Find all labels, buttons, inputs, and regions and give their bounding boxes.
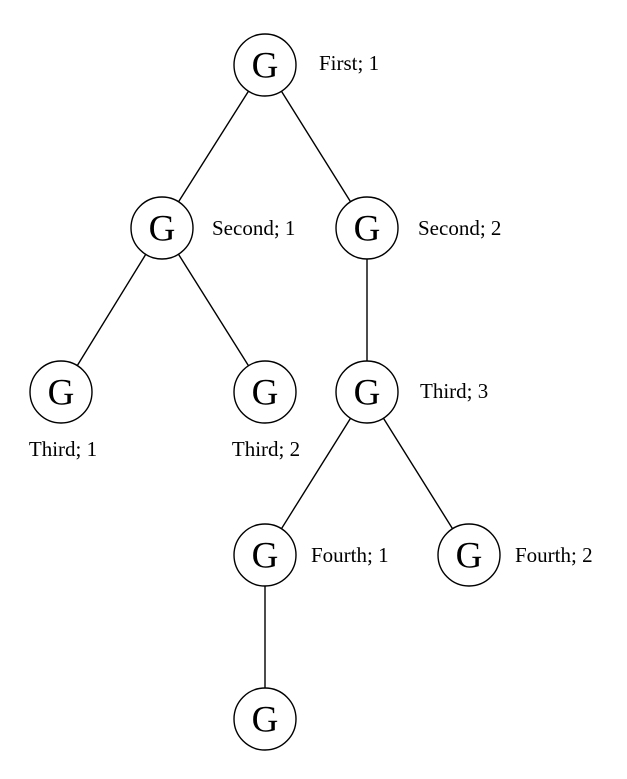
node-label: Second; 1 bbox=[212, 216, 295, 240]
edge-t3-f2 bbox=[382, 417, 454, 530]
node-circle bbox=[335, 360, 399, 424]
node-label: Third; 2 bbox=[232, 437, 300, 461]
node-symbol: G bbox=[354, 209, 381, 250]
tree-node-s2: G Second; 2 bbox=[335, 196, 501, 260]
edge-t3-f1 bbox=[280, 417, 352, 530]
node-label: Third; 3 bbox=[420, 379, 488, 403]
tree-node-leaf: G bbox=[233, 687, 297, 751]
tree-node-root: G First; 1 bbox=[233, 33, 379, 97]
node-circle bbox=[233, 33, 297, 97]
node-label: Third; 1 bbox=[29, 437, 97, 461]
tree-node-s1: G Second; 1 bbox=[130, 196, 295, 260]
edges bbox=[76, 90, 454, 688]
node-symbol: G bbox=[252, 700, 279, 741]
tree-node-f1: G Fourth; 1 bbox=[233, 523, 389, 587]
node-label: Second; 2 bbox=[418, 216, 501, 240]
edge-s1-t2 bbox=[177, 253, 250, 367]
node-circle bbox=[29, 360, 93, 424]
node-circle bbox=[233, 360, 297, 424]
node-symbol: G bbox=[252, 46, 279, 87]
tree-node-f2: G Fourth; 2 bbox=[437, 523, 593, 587]
node-circle bbox=[233, 523, 297, 587]
tree-node-t1: G Third; 1 bbox=[29, 360, 97, 461]
node-label: Fourth; 2 bbox=[515, 543, 593, 567]
node-circle bbox=[233, 687, 297, 751]
edge-root-s2 bbox=[280, 90, 352, 203]
node-symbol: G bbox=[252, 536, 279, 577]
node-symbol: G bbox=[456, 536, 483, 577]
node-symbol: G bbox=[354, 373, 381, 414]
node-symbol: G bbox=[252, 373, 279, 414]
tree-node-t2: G Third; 2 bbox=[232, 360, 300, 461]
edge-s1-t1 bbox=[76, 254, 147, 366]
node-label: First; 1 bbox=[319, 51, 379, 75]
node-symbol: G bbox=[48, 373, 75, 414]
node-circle bbox=[437, 523, 501, 587]
node-symbol: G bbox=[149, 209, 176, 250]
node-label: Fourth; 1 bbox=[311, 543, 389, 567]
node-circle bbox=[335, 196, 399, 260]
node-circle bbox=[130, 196, 194, 260]
tree-node-t3: G Third; 3 bbox=[335, 360, 488, 424]
edge-root-s1 bbox=[177, 90, 250, 203]
